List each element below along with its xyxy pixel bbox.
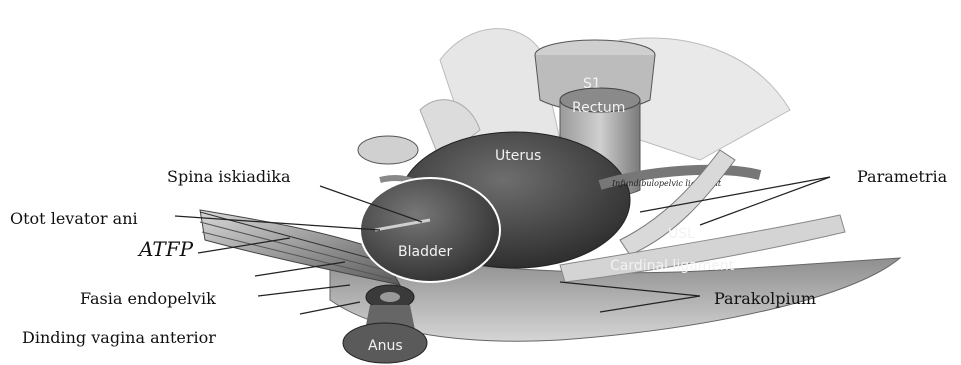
cardinal-ligament-label: Cardinal ligament bbox=[610, 258, 735, 274]
bladder: Bladder bbox=[360, 178, 500, 282]
rectum-label: Rectum bbox=[572, 100, 625, 116]
label-fasia-endopelvik: Fasia endopelvik bbox=[80, 289, 216, 308]
uterus-label: Uterus bbox=[495, 148, 541, 164]
anus-label: Anus bbox=[368, 338, 403, 354]
label-parametria: Parametria bbox=[857, 167, 948, 186]
label-otot-levator-ani: Otot levator ani bbox=[10, 209, 138, 228]
label-parakolpium: Parakolpium bbox=[714, 289, 816, 308]
label-atfp: ATFP bbox=[137, 237, 194, 261]
label-spina-iskiadika: Spina iskiadika bbox=[167, 167, 291, 186]
label-dinding-vagina-anterior: Dinding vagina anterior bbox=[22, 328, 216, 347]
usl-label: USL bbox=[668, 226, 695, 242]
bladder-label: Bladder bbox=[398, 244, 452, 260]
anus: Anus bbox=[343, 323, 427, 363]
